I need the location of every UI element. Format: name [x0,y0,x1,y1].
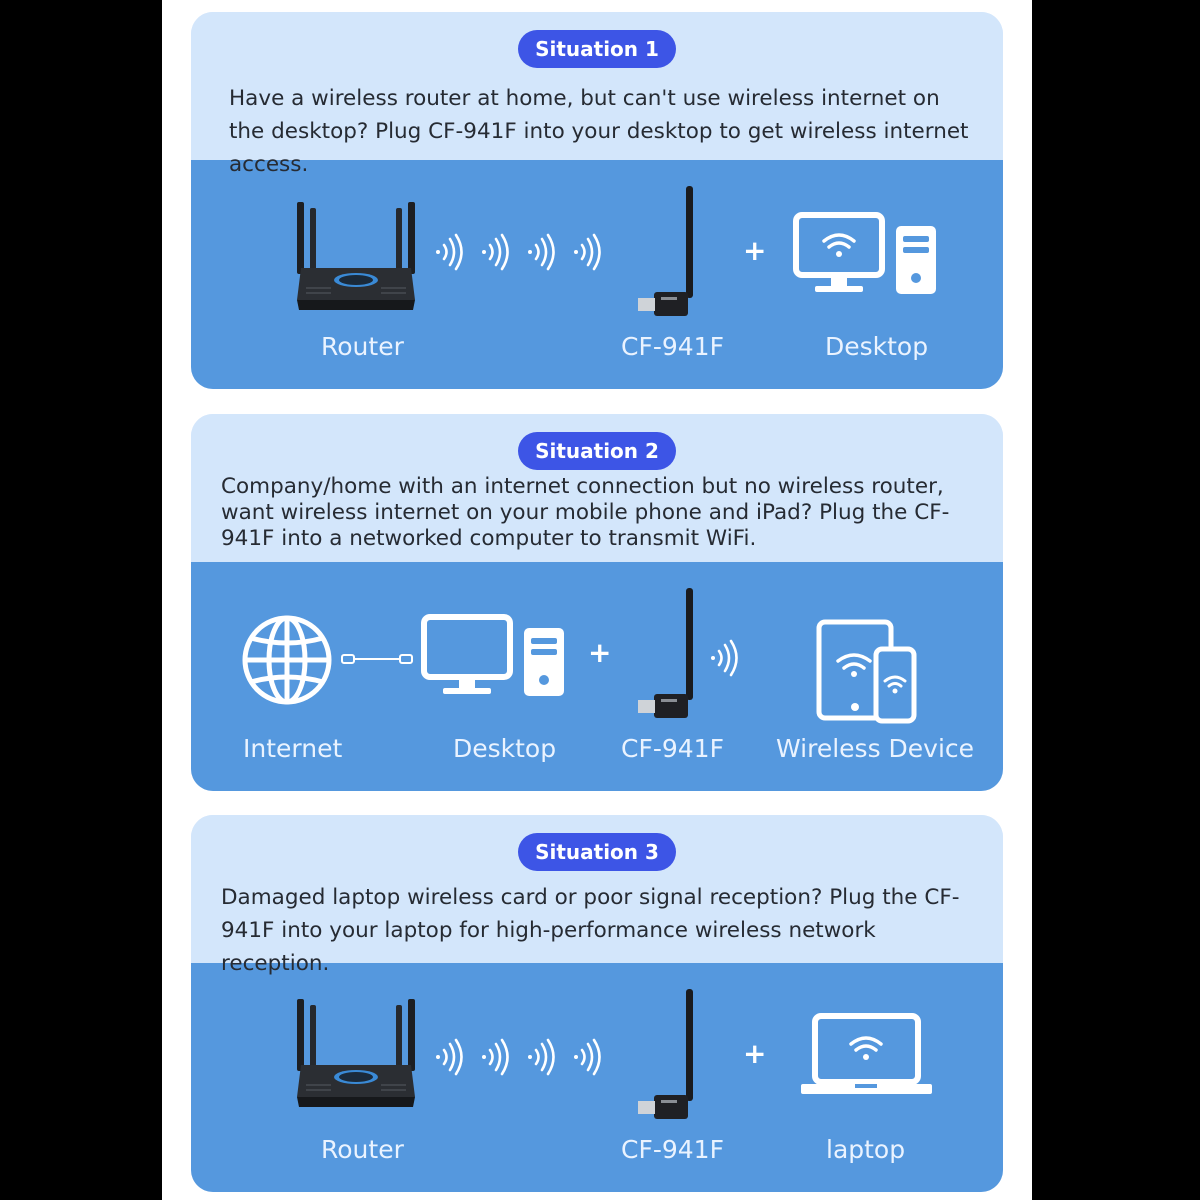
signal-wave-icon [436,1038,601,1076]
desktop-computer-icon [421,614,564,696]
label-internet: Internet [243,734,343,763]
situation-2-description: Company/home with an internet connection… [221,474,950,551]
plus-sign: + [743,234,767,267]
desktop-computer-icon [793,212,936,294]
situation-1-card: Situation 1 Have a wireless router at ho… [191,12,1003,389]
label-router: Router [321,1135,404,1164]
usb-wifi-adapter-icon [638,989,693,1119]
signal-wave-icon [711,639,738,677]
usb-wifi-adapter-icon [638,588,693,718]
page-canvas: Situation 1 Have a wireless router at ho… [162,0,1032,1200]
label-wireless-device: Wireless Device [776,734,975,763]
situation-3-card: Situation 3 Damaged laptop wireless card… [191,815,1003,1192]
situation-2-badge: Situation 2 [518,432,676,470]
label-desktop: Desktop [453,734,557,763]
router-icon [297,202,415,310]
situation-2-card: Situation 2 Company/home with an interne… [191,414,1003,791]
tablet-phone-icon [816,619,917,724]
label-laptop: laptop [826,1135,906,1164]
cable-icon [341,654,413,664]
label-adapter: CF-941F [621,734,724,763]
label-desktop: Desktop [825,332,929,361]
situation-3-description: Damaged laptop wireless card or poor sig… [221,885,960,976]
usb-wifi-adapter-icon [638,186,693,316]
situation-1-description: Have a wireless router at home, but can'… [229,86,969,177]
plus-sign: + [588,636,612,669]
label-router: Router [321,332,404,361]
label-adapter: CF-941F [621,1135,724,1164]
globe-icon [242,615,332,705]
situation-3-badge: Situation 3 [518,833,676,871]
label-adapter: CF-941F [621,332,724,361]
router-icon [297,999,415,1107]
situation-1-badge: Situation 1 [518,30,676,68]
laptop-icon [801,1013,932,1094]
signal-wave-icon [436,233,601,271]
plus-sign: + [743,1037,767,1070]
